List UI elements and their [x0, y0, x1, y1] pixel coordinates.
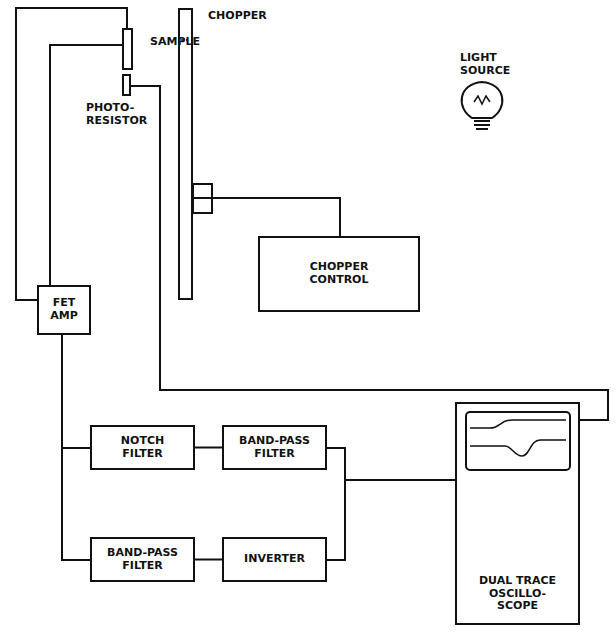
signal-wire — [195, 559, 222, 561]
node-label: PHOTO- RESISTOR — [86, 102, 152, 127]
signal-wire — [327, 480, 455, 560]
oscilloscope-box: DUAL TRACE OSCILLO- SCOPE — [455, 402, 580, 625]
light-source-label: LIGHT SOURCE — [460, 52, 520, 77]
light-bulb — [462, 82, 503, 129]
signal-wire — [62, 335, 90, 560]
node-label: DUAL TRACE OSCILLO- SCOPE — [472, 575, 564, 613]
chopper-wheel: CHOPPER — [178, 8, 193, 300]
signal-wire — [327, 448, 455, 480]
node-label: CHOPPER — [208, 10, 267, 23]
node-label: INVERTER — [244, 553, 305, 566]
filter-box: NOTCH FILTER — [90, 425, 195, 470]
signal-wire — [16, 8, 127, 300]
control-box: CHOPPER CONTROL — [258, 236, 420, 312]
signal-wire — [62, 335, 90, 448]
signal-wire — [50, 45, 122, 285]
scope-screen — [466, 412, 570, 470]
node-label: FET AMP — [44, 297, 84, 322]
filter-box: BAND-PASS FILTER — [90, 537, 195, 582]
node-label: BAND-PASS FILTER — [98, 547, 188, 572]
signal-wire — [195, 447, 222, 449]
node-label: CHOPPER CONTROL — [294, 261, 384, 286]
node-label: BAND-PASS FILTER — [230, 435, 320, 460]
amplifier-box: FET AMP — [37, 285, 91, 335]
signal-wire — [193, 198, 340, 236]
inverter-box: INVERTER — [222, 537, 327, 582]
signal-wire — [131, 86, 608, 420]
filter-box: BAND-PASS FILTER — [222, 425, 327, 470]
sample-holder: SAMPLE — [122, 28, 133, 70]
node-label: NOTCH FILTER — [103, 435, 183, 460]
photo-resistor: PHOTO- RESISTOR — [122, 74, 131, 96]
